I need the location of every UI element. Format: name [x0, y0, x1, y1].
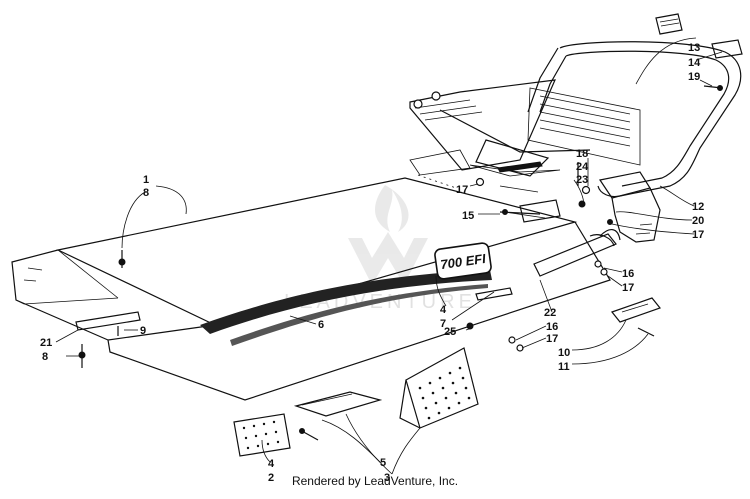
small-hardware	[466, 162, 655, 352]
callout-12: 12	[692, 201, 704, 213]
reflector-14	[711, 39, 743, 59]
callout-17-d: 17	[546, 333, 558, 345]
callout-4-a: 4	[440, 304, 447, 316]
callout-17-b: 17	[692, 229, 704, 241]
plate-2	[233, 413, 291, 457]
footrest-plate-5	[293, 391, 383, 417]
callout-8-b: 8	[42, 351, 48, 363]
rack-hinge-left	[413, 91, 441, 109]
callout-24: 24	[576, 161, 589, 173]
callout-18: 18	[576, 148, 588, 160]
tunnel-deck	[11, 149, 611, 401]
callout-15: 15	[462, 210, 474, 222]
callout-17-c: 17	[622, 282, 634, 294]
callout-3: 3	[384, 472, 390, 484]
callout-19: 19	[688, 71, 700, 83]
decal-700-efi: 700 EFI	[434, 242, 492, 280]
rail-21	[75, 287, 513, 331]
callout-14: 14	[688, 57, 701, 69]
callout-8: 8	[143, 187, 149, 199]
bracket-15	[499, 199, 561, 223]
reflector-13	[655, 13, 683, 35]
bracket-3	[399, 347, 479, 429]
callout-10: 10	[558, 347, 570, 359]
callout-5: 5	[380, 457, 386, 469]
callout-20: 20	[692, 215, 704, 227]
callout-16-a: 16	[622, 268, 634, 280]
watermark-logo	[348, 185, 428, 285]
callout-21: 21	[40, 337, 52, 349]
callout-9: 9	[140, 325, 146, 337]
bolt-8-top	[118, 250, 126, 268]
rendered-by-credit: Rendered by LeadVenture, Inc.	[291, 474, 459, 488]
screw-4-lower	[299, 428, 319, 441]
rear-bumper-rack	[409, 41, 742, 243]
taillight-10	[611, 297, 661, 323]
callouts: 1 8 13 14 19 18 24 23 17 15 12 20 17 16 …	[40, 42, 704, 484]
callout-23: 23	[576, 174, 588, 186]
callout-16-b: 16	[546, 321, 558, 333]
callout-11: 11	[558, 361, 570, 373]
callout-17-a: 17	[456, 184, 468, 196]
callout-6: 6	[318, 319, 324, 331]
callout-2: 2	[268, 472, 274, 484]
decal-700-efi-text: 700 EFI	[439, 251, 487, 272]
screw-19	[703, 85, 723, 91]
callout-13: 13	[688, 42, 700, 54]
bolt-8-left	[78, 344, 86, 368]
callout-4-b: 4	[268, 458, 275, 470]
tube-22	[533, 229, 621, 277]
callout-22: 22	[544, 307, 556, 319]
callout-25: 25	[444, 326, 456, 338]
callout-7: 7	[440, 318, 446, 330]
callout-1: 1	[143, 174, 149, 186]
leader-lines	[55, 37, 723, 475]
